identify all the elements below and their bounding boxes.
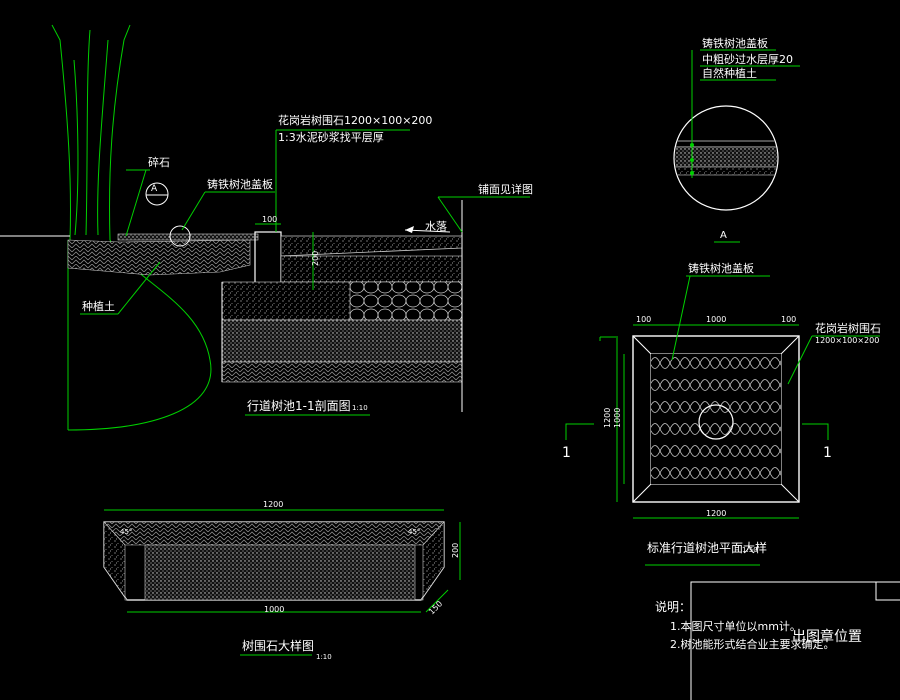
cover-layer <box>117 233 259 241</box>
label-mortar-layer: 1:3水泥砂浆找平层厚 <box>278 130 384 144</box>
section-leaders <box>80 129 530 416</box>
plan-label-granite-size: 1200×100×200 <box>815 336 879 345</box>
label-gravel: 碎石 <box>148 155 170 169</box>
detail-a-note-3: 自然种植土 <box>702 66 757 80</box>
curb-dim-bottom: 1000 <box>264 605 284 614</box>
curb-corner-left: 45° <box>120 528 132 536</box>
plan-dim-top-right: 100 <box>781 315 796 324</box>
detail-a-marker: A <box>720 230 727 241</box>
marker-a-label: A <box>151 184 158 194</box>
pavement-surface <box>280 235 463 257</box>
section-view: A 碎石 铸铁树池盖板 花岗岩树围石1200×100×200 1:3水泥砂浆找平… <box>0 24 533 431</box>
detail-a: 铸铁树池盖板 中粗砂过水层厚20 自然种植土 A <box>673 36 800 243</box>
tree-hole <box>698 404 734 440</box>
label-granite-curb: 花岗岩树围石1200×100×200 <box>278 113 432 127</box>
plan-title: 标准行道树池平面大样 <box>647 540 767 555</box>
curb-dim-diagonal: 150 <box>427 599 444 616</box>
note-item-2: 2.树池能形式结合业主要求确定。 <box>670 637 835 651</box>
plan-dim-bottom: 1200 <box>706 509 726 518</box>
curb-dim-right: 200 <box>451 543 460 558</box>
base-layer <box>280 255 463 283</box>
curb-detail: 1200 1000 200 150 45° 45° 树围石大样图 1:10 <box>103 500 461 661</box>
label-cast-iron-cover: 铸铁树池盖板 <box>207 177 273 191</box>
plan-dim-left-outer: 1200 <box>603 408 612 428</box>
detail-callout-circle <box>169 225 191 247</box>
rubble-stones <box>349 281 463 321</box>
label-paving-ref: 铺面见详图 <box>478 182 533 196</box>
notes-block: 说明： 1.本图尺寸单位以mm计。 2.树池能形式结合业主要求确定。 出图章位置 <box>655 581 900 700</box>
notes-heading: 说明： <box>655 599 691 614</box>
concrete-layer <box>221 319 463 363</box>
plan-scale: 1:50 <box>742 546 758 554</box>
label-water-flow: 水落 <box>425 220 447 233</box>
dim-curb-width: 100 <box>262 215 277 224</box>
note-item-1: 1.本图尺寸单位以mm计。 <box>670 619 801 633</box>
compacted-soil <box>221 361 463 383</box>
section-marker-a <box>145 182 169 206</box>
dim-curb-height: 200 <box>311 251 320 266</box>
plan-view: 100 1000 100 1200 1000 1200 1 1 铸铁树池盖板 花… <box>562 261 881 566</box>
plan-dim-left-inner: 1000 <box>613 408 622 428</box>
plan-dim-top-middle: 1000 <box>706 315 726 324</box>
tree-trunk <box>51 24 212 431</box>
curb-title: 树围石大样图 <box>242 638 314 653</box>
curb-corner-right: 45° <box>408 528 420 536</box>
detail-a-note-1: 铸铁树池盖板 <box>702 36 768 50</box>
plan-dim-top-left: 100 <box>636 315 651 324</box>
plan-label-cover: 铸铁树池盖板 <box>688 261 754 275</box>
section-scale: 1:10 <box>352 404 368 412</box>
curb-scale: 1:10 <box>316 653 332 661</box>
planting-soil-hatch <box>67 239 251 276</box>
stamp-position-label: 出图章位置 <box>792 628 862 645</box>
section-mark-left: 1 <box>562 445 571 461</box>
label-planting-soil: 种植土 <box>82 299 115 313</box>
detail-a-note-2: 中粗砂过水层厚20 <box>702 53 793 66</box>
granite-curb <box>254 231 282 291</box>
plan-label-granite: 花岗岩树围石 <box>815 321 881 335</box>
section-mark-right: 1 <box>823 445 832 461</box>
section-title: 行道树池1-1剖面图 <box>247 398 351 413</box>
curb-dim-top: 1200 <box>263 500 283 509</box>
